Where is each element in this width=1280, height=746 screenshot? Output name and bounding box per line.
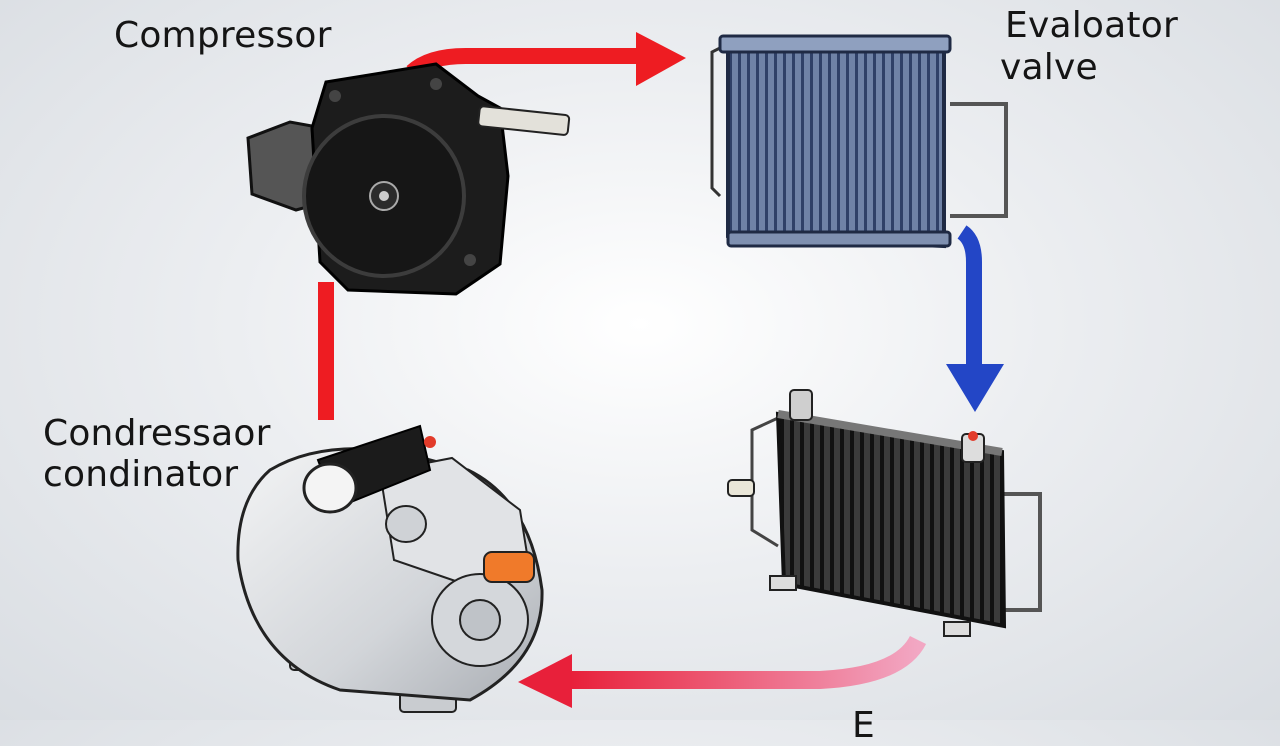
bottom-partial-label: E	[852, 705, 875, 746]
ac-motor-compressor-icon	[236, 424, 544, 713]
condenser-label-line2: condinator	[43, 454, 239, 495]
compressor-label: Compressor	[114, 15, 332, 56]
evaluator-label-line1: Evaloator	[1005, 5, 1178, 46]
radiator-condenser-icon	[727, 389, 1042, 637]
red-flow-line-left	[318, 282, 334, 420]
blue-flow-arrow-right	[946, 225, 1004, 412]
evaluator-label-line2: valve	[1000, 47, 1098, 88]
evaporator-coil-icon	[710, 34, 1008, 249]
diagram-canvas	[236, 32, 1042, 713]
condenser-label-line1: Condressaor	[43, 413, 271, 454]
pink-flow-arrow-bottom	[518, 635, 927, 708]
compressor-unit-icon	[246, 62, 571, 296]
